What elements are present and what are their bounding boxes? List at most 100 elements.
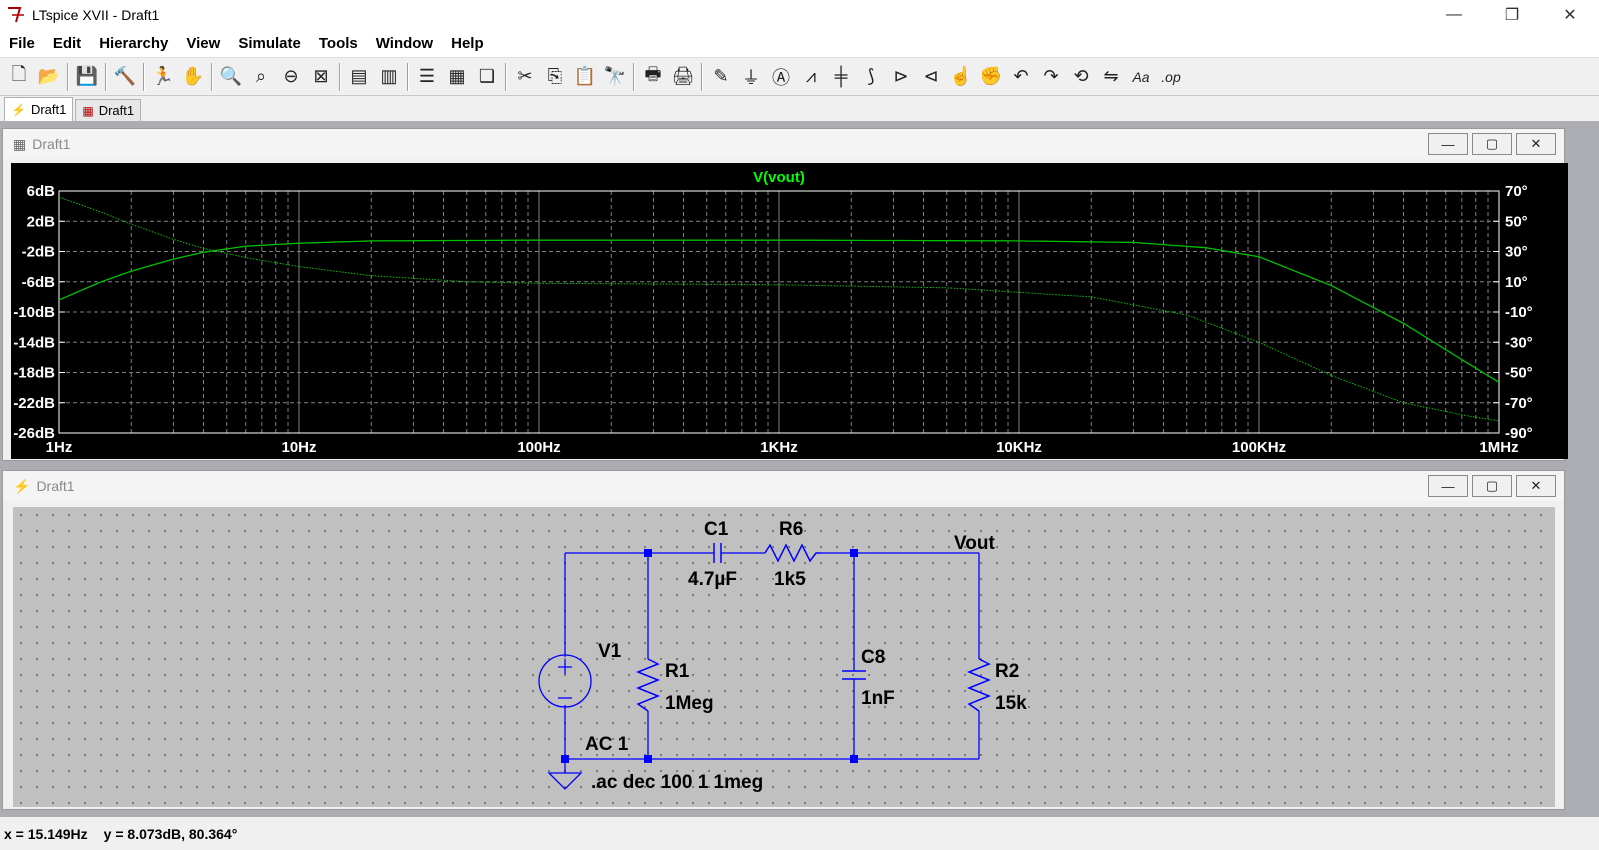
print-setup-icon[interactable]: 🖶 [644,63,662,84]
rotate-icon[interactable]: ⟲ [1073,66,1089,86]
v1-value[interactable]: AC 1 [585,734,629,755]
window-title: LTspice XVII - Draft1 [32,7,160,23]
schematic-maximize-button[interactable]: ▢ [1472,475,1512,497]
mirror-icon[interactable]: ⇋ [1103,66,1119,86]
menu-view[interactable]: View [186,35,221,52]
r1-value[interactable]: 1Meg [665,693,714,714]
close-button[interactable]: ✕ [1563,7,1577,24]
v1-name[interactable]: V1 [598,641,622,662]
tab-draft1-schematic[interactable]: ⚡Draft1 [4,97,74,121]
r6-value[interactable]: 1k5 [774,569,806,590]
save-icon[interactable]: 💾 [75,66,99,86]
halt-icon[interactable]: ✋ [181,66,205,86]
ground-symbol[interactable] [547,772,583,790]
y-left-tick-label: -2dB [22,244,56,261]
menu-help[interactable]: Help [451,35,484,52]
run-icon[interactable]: 🏃 [151,66,175,86]
tile-horizontal-icon[interactable]: ☰ [418,66,436,86]
voltage-source-v1[interactable] [538,654,592,708]
capacitor-c1[interactable] [713,543,722,563]
plot-background[interactable] [11,163,1568,459]
c8-name[interactable]: C8 [861,647,885,668]
autorange-icon[interactable]: ▤ [350,66,368,86]
text-icon[interactable]: Aa [1132,68,1150,85]
wires[interactable] [564,552,980,773]
resistor-r2[interactable] [966,658,992,712]
waveform-minimize-button[interactable]: — [1428,133,1468,155]
paste-icon[interactable]: 📋 [573,66,597,86]
undo-icon[interactable]: ↶ [1013,66,1029,86]
resistor-r1[interactable] [635,658,661,712]
menu-file[interactable]: File [9,35,35,52]
control-panel-icon[interactable]: 🔨 [113,66,137,86]
diode-icon[interactable]: ⊳ [893,66,909,86]
y-right-tick-label: 10° [1505,274,1528,291]
r6-name[interactable]: R6 [779,519,803,540]
capacitor-icon[interactable]: ╪ [834,66,848,86]
new-schematic-icon[interactable]: 🗋 [11,63,27,84]
component-icon[interactable]: ⊲ [923,66,939,86]
minimize-button[interactable]: — [1446,6,1462,23]
open-icon[interactable]: 📂 [37,66,61,86]
cut-icon[interactable]: ✂ [517,66,533,86]
zoom-area-icon[interactable]: ⌕ [255,66,267,86]
series-magnitude[interactable] [58,239,1500,383]
print-icon[interactable]: 🖨 [671,66,695,86]
r1-name[interactable]: R1 [665,661,690,682]
x-tick-label: 10Hz [281,439,316,456]
c1-value[interactable]: 4.7µF [688,569,737,590]
restore-button[interactable]: ❐ [1504,7,1520,24]
c1-name[interactable]: C1 [704,519,729,540]
toolbar-separator [105,62,107,91]
r2-value[interactable]: 15k [995,693,1027,714]
toolbar-separator [211,62,213,91]
menu-tools[interactable]: Tools [318,35,358,52]
schematic-window-titlebar[interactable]: ⚡ Draft1 — ▢ ✕ [3,471,1564,501]
wire-icon[interactable]: ✎ [713,66,729,86]
find-icon[interactable]: 🔭 [603,66,627,86]
schematic-close-button[interactable]: ✕ [1516,475,1556,497]
document-tabs: ⚡Draft1▦Draft1 [0,96,1599,122]
capacitor-c8[interactable] [842,670,866,680]
delete-trace-icon[interactable]: ▥ [380,66,398,86]
zoom-out-icon[interactable]: ⊖ [283,66,299,86]
menu-edit[interactable]: Edit [52,35,82,52]
zoom-fit-icon[interactable]: ⊠ [313,66,329,86]
copy-icon[interactable]: ⎘ [547,66,563,86]
move-icon[interactable]: ☝ [949,66,973,86]
waveform-maximize-button[interactable]: ▢ [1472,133,1512,155]
r2-name[interactable]: R2 [995,661,1019,682]
x-tick-label: 100KHz [1232,439,1286,456]
c8-value[interactable]: 1nF [861,688,895,709]
spice-directive-icon[interactable]: .op [1161,68,1181,85]
cascade-icon[interactable]: ❏ [478,66,496,86]
y-right-tick-label: -10° [1505,304,1533,321]
tab-draft1-waveform[interactable]: ▦Draft1 [75,99,142,121]
drag-icon[interactable]: ✊ [979,66,1003,86]
menu-window[interactable]: Window [375,35,434,52]
ground-icon[interactable]: ⏚ [742,67,760,88]
waveform-window-titlebar[interactable]: ▦ Draft1 — ▢ ✕ [3,129,1564,159]
menu-simulate[interactable]: Simulate [238,35,301,52]
vout-net-label[interactable]: Vout [954,533,995,554]
waveform-plot[interactable]: 6dB2dB-2dB-6dB-10dB-14dB-18dB-22dB-26dB7… [11,163,1568,459]
schematic-canvas[interactable]: C1 4.7µF R6 1k5 Vout V1 AC 1 R1 1Meg C8 … [13,507,1555,807]
waveform-icon: ▦ [13,135,27,152]
tile-vertical-icon[interactable]: ▦ [448,66,466,86]
toolbar-separator [143,62,145,91]
ltspice-logo-icon [8,7,24,23]
status-x-readout: x = 15.149Hz [4,825,88,842]
schematic-window: ⚡ Draft1 — ▢ ✕ [2,470,1565,810]
waveform-close-button[interactable]: ✕ [1516,133,1556,155]
resistor-icon[interactable]: ⩘ [805,66,817,86]
menu-hierarchy[interactable]: Hierarchy [99,35,169,52]
redo-icon[interactable]: ↷ [1043,66,1059,86]
resistor-r6[interactable] [764,543,821,563]
label-icon[interactable]: Ⓐ [772,67,790,88]
ac-directive[interactable]: .ac dec 100 1 1meg [591,772,763,793]
schematic-minimize-button[interactable]: — [1428,475,1468,497]
inductor-icon[interactable]: ⟆ [867,66,875,86]
trace-title[interactable]: V(vout) [753,169,805,186]
zoom-in-icon[interactable]: 🔍 [219,66,243,86]
